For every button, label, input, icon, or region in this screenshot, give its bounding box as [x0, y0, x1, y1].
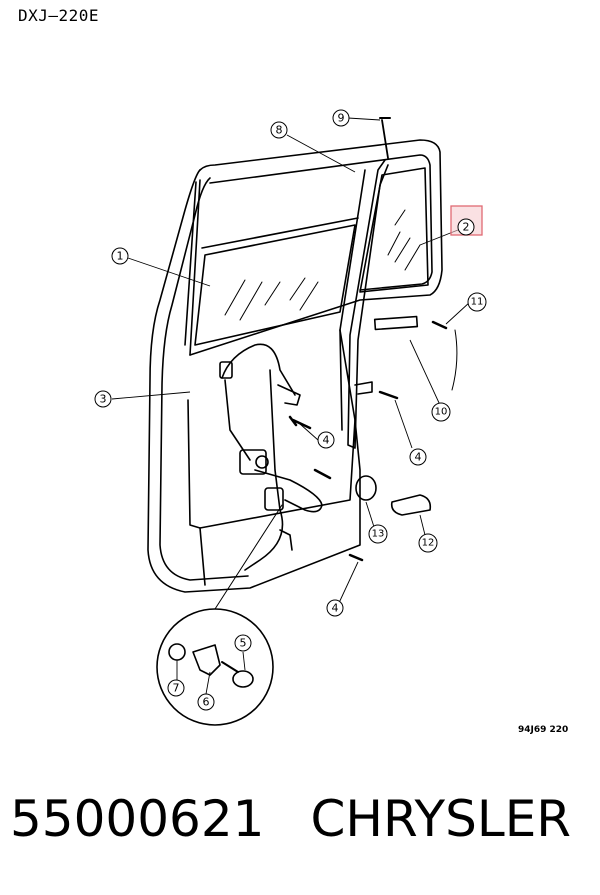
vent-glass: [359, 167, 429, 293]
callout-1: 1: [117, 250, 124, 263]
diagram-code: DXJ–220E: [18, 6, 100, 25]
callout-4c: 4: [332, 602, 339, 615]
callout-13-circle: [368, 524, 388, 544]
callout-11: 11: [471, 297, 484, 308]
callout-4c-circle: [326, 599, 344, 617]
callout-2-circle: [457, 218, 475, 236]
callout-5-circle: [234, 634, 252, 652]
bolt: [288, 415, 312, 430]
callout-3-circle: [94, 390, 112, 408]
reference-code: 94J69 220: [518, 725, 569, 735]
callout-8: 8: [276, 124, 283, 137]
door-shell-inner: [159, 177, 249, 581]
part-footer: 55000621 CHRYSLER: [10, 790, 595, 848]
callout-6-circle: [197, 693, 215, 711]
door-inner-panel: [187, 329, 356, 529]
callout-10-circle: [431, 402, 451, 422]
callout-7: 7: [173, 682, 180, 695]
callout-10: 10: [435, 407, 448, 418]
brand-name: CHRYSLER: [310, 790, 572, 848]
bolt: [313, 468, 332, 480]
division-bar: [347, 159, 389, 449]
window-strip: [373, 315, 419, 331]
door-shell: [147, 169, 361, 593]
bolt: [431, 320, 448, 330]
callout-6: 6: [203, 696, 210, 709]
callout-4b: 4: [415, 451, 422, 464]
callout-2: 2: [463, 221, 470, 234]
part-13: [355, 475, 377, 501]
bolt: [378, 390, 399, 400]
callout-12: 12: [422, 538, 435, 549]
callout-11-circle: [467, 292, 487, 312]
callout-3: 3: [100, 393, 107, 406]
detail-inset: [156, 608, 274, 726]
callout-4b-circle: [409, 448, 427, 466]
part-number: 55000621: [10, 790, 265, 848]
part-12: [390, 494, 432, 516]
bolt: [381, 119, 389, 159]
main-glass: [194, 224, 356, 346]
regulator-cable: [221, 343, 296, 396]
callout-5: 5: [240, 637, 247, 650]
bolt: [348, 553, 364, 562]
callout-9-circle: [332, 109, 350, 127]
callout-1-circle: [111, 247, 129, 265]
callout-4a-circle: [317, 431, 335, 449]
callout-9: 9: [338, 112, 345, 125]
callout-12-circle: [418, 533, 438, 553]
callout-4a: 4: [323, 434, 330, 447]
callout-8-circle: [270, 121, 288, 139]
callout-7-circle: [167, 679, 185, 697]
window-frame: [189, 139, 443, 356]
callout-13: 13: [372, 529, 385, 540]
